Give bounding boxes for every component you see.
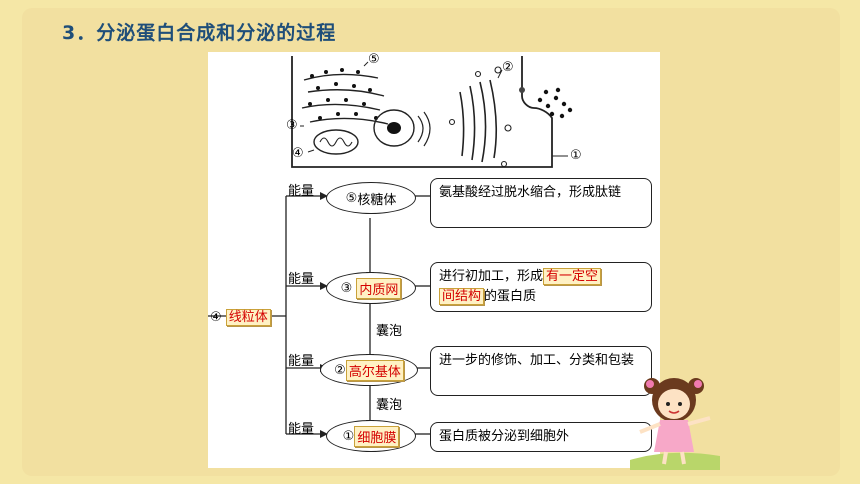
arrowheads [320, 192, 374, 438]
golgi-apparatus [459, 79, 498, 163]
source-mitochondria: ④ 线粒体 [210, 306, 271, 326]
energy-label-2: 能量 [288, 272, 315, 287]
answer-structure-1: 有一定空 [543, 268, 602, 285]
answer-mitochondria: 线粒体 [225, 309, 271, 326]
answer-er: 内质网 [356, 277, 402, 299]
desc-golgi: 进一步的修饰、加工、分类和包装 [430, 346, 652, 396]
desc-er: 进行初加工，形成有一定空 间结构的蛋白质 [430, 262, 652, 312]
answer-membrane: 细胞膜 [354, 425, 400, 447]
label-golgi: ② [502, 60, 514, 75]
desc-ribosome: 氨基酸经过脱水缩合，形成肽链 [430, 178, 652, 228]
desc-membrane: 蛋白质被分泌到细胞外 [430, 422, 652, 452]
label-ribosome: ⑤ [368, 52, 380, 67]
rough-er [301, 73, 389, 125]
label-er: ③ [286, 118, 298, 133]
vesicles [448, 66, 512, 168]
label-mito: ④ [292, 146, 304, 161]
slide-title: 3．分泌蛋白合成和分泌的过程 [62, 22, 337, 44]
answer-golgi: 高尔基体 [345, 359, 404, 381]
ribosome-dots [308, 68, 378, 120]
label-membrane: ① [570, 148, 582, 163]
source-num: ④ [210, 310, 222, 325]
energy-label-1: 能量 [288, 184, 315, 199]
girl-cartoon-icon [630, 378, 720, 470]
vesicle-label-2: 囊泡 [376, 398, 403, 413]
vesicle-label-1: 囊泡 [376, 324, 403, 339]
nucleus [373, 109, 415, 147]
energy-label-4: 能量 [288, 422, 315, 437]
energy-label-3: 能量 [288, 354, 315, 369]
oval-er: ③ 内质网 [326, 272, 416, 304]
secreted-granules [537, 87, 573, 119]
cell-membrane [291, 56, 553, 168]
answer-structure-2: 间结构 [439, 288, 485, 305]
mitochondrion [313, 129, 359, 155]
cell-diagram [208, 56, 573, 438]
